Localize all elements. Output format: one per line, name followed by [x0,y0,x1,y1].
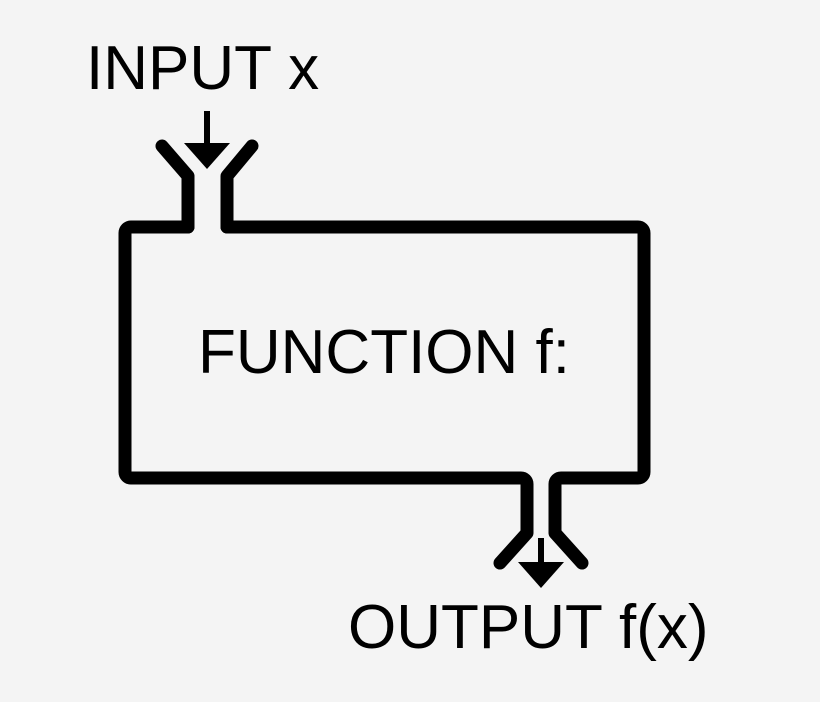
output-funnel [493,493,589,570]
input-arrow-icon [184,111,230,169]
output-arrow-head [518,562,564,588]
input-label: INPUT x [86,34,319,103]
input-arrow-head [184,143,230,169]
output-label: OUTPUT f(x) [348,593,709,662]
function-box-outline-right [220,220,651,507]
output-arrow-icon [518,538,564,588]
input-funnel-right-leg [220,139,259,234]
input-funnel-left-leg [155,139,195,234]
output-funnel-right-leg [548,493,589,570]
input-funnel [155,139,259,234]
function-box-outline-left [118,220,534,507]
function-box [118,220,651,507]
output-funnel-left-leg [493,493,534,570]
function-label: FUNCTION f: [198,318,570,387]
